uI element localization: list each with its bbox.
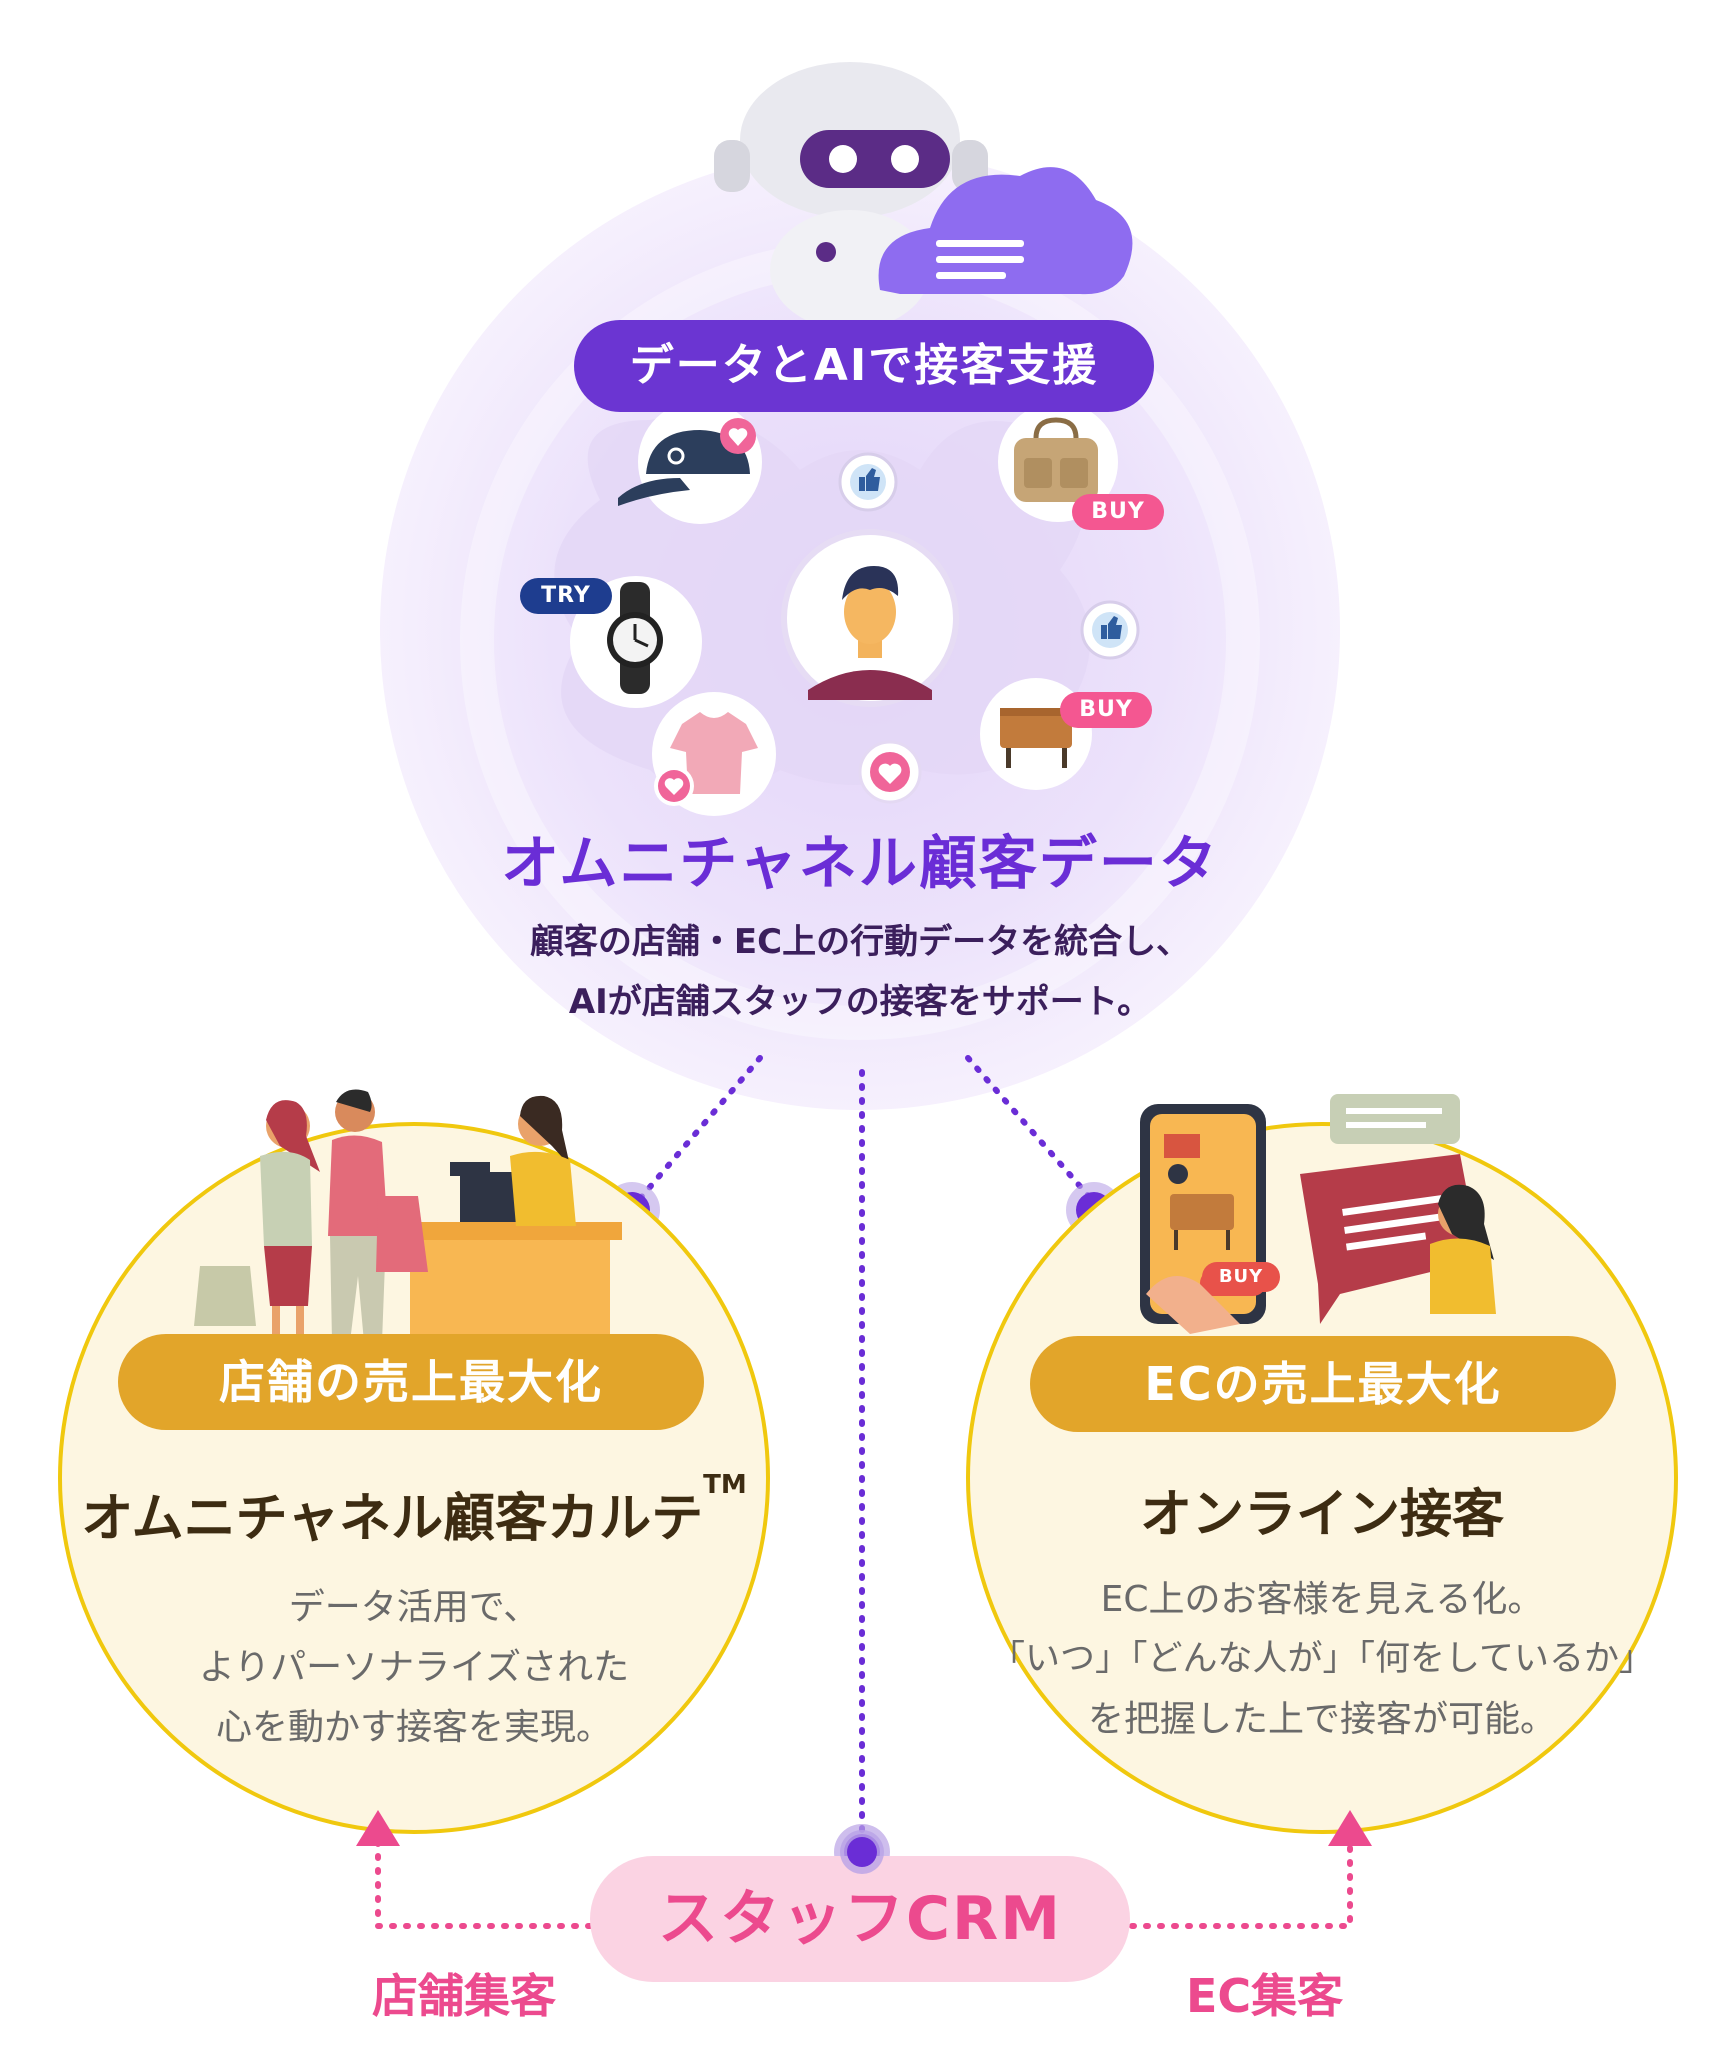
staff-crm-badge: スタッフCRM [590, 1856, 1130, 1982]
ec-description-line: を把握した上で接客が可能。 [1087, 1699, 1556, 1740]
trademark-mark: TM [703, 1470, 747, 1500]
ec-description-line: EC上のお客様を見える化。 [1100, 1579, 1544, 1620]
like-icon [838, 452, 898, 512]
like-icon [1080, 600, 1140, 660]
hub-description-line: AIが店舗スタッフの接客をサポート。 [568, 982, 1152, 1022]
ai-support-badge: データとAIで接客支援 [574, 320, 1154, 412]
phone-buy-tag: BUY [1202, 1262, 1280, 1292]
cloud-icon [878, 167, 1133, 295]
heart-icon [654, 766, 694, 806]
store-sales-badge: 店舗の売上最大化 [118, 1334, 704, 1430]
buy-tag: BUY [1060, 692, 1152, 728]
buy-tag: BUY [1072, 494, 1164, 530]
arrow-up-icon [1328, 1810, 1372, 1846]
ec-online-illustration [1140, 1094, 1496, 1334]
store-description-line: データ活用で、 [288, 1587, 540, 1628]
ec-sales-badge: ECの売上最大化 [1030, 1336, 1616, 1432]
store-description-line: よりパーソナライズされた [198, 1647, 630, 1688]
try-tag: TRY [520, 578, 612, 614]
ec-description-line: 「いつ」「どんな人が」「何をしているか」 [990, 1639, 1654, 1679]
customer-avatar-icon [808, 566, 932, 700]
hub-description-line: 顧客の店舗・EC上の行動データを統合し、 [529, 922, 1191, 962]
store-shoppers-illustration [194, 1089, 622, 1346]
heart-icon [720, 418, 756, 454]
ec-title: オンライン接客 [1139, 1485, 1504, 1545]
arrow-up-icon [356, 1810, 400, 1846]
backpack-icon [998, 402, 1118, 522]
heart-icon [858, 740, 922, 804]
crm-connector-dot [840, 1830, 884, 1874]
ec-traffic-label: EC集客 [1186, 1969, 1344, 2023]
robot-icon [714, 62, 988, 330]
connector-lines [375, 1055, 1353, 1929]
store-title-text: オムニチャネル顧客カルテ [81, 1489, 704, 1549]
hub-title: オムニチャネル顧客データ [501, 829, 1219, 897]
store-title: オムニチャネル顧客カルテTM [60, 1470, 768, 1551]
store-description-line: 心を動かす接客を実現。 [215, 1707, 612, 1748]
store-traffic-label: 店舗集客 [372, 1969, 556, 2023]
